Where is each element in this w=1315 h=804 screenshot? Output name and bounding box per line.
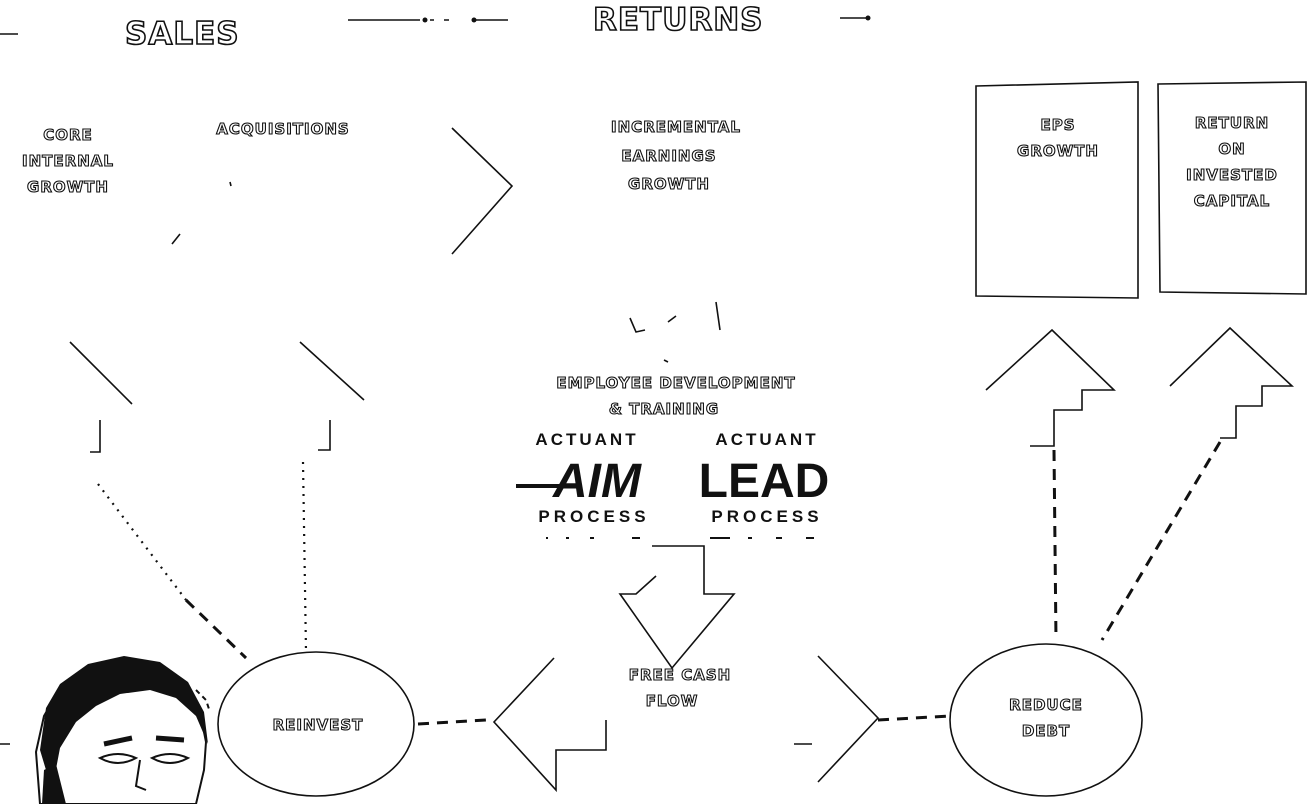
debt-line-1: REDUCE	[1009, 696, 1083, 714]
stray-marks	[630, 302, 720, 362]
returns-header: RETURNS	[593, 2, 764, 38]
incremental-line-3: GROWTH	[628, 175, 710, 193]
executive-portrait	[0, 656, 210, 804]
core-line-1: CORE	[43, 126, 93, 144]
reduce-debt-label: REDUCE DEBT	[1009, 696, 1083, 740]
growth-chevron	[452, 128, 512, 254]
fcf-line-2: FLOW	[646, 692, 699, 710]
debt-line-2: DEBT	[1022, 722, 1070, 740]
left-arrow-reinvest	[494, 658, 606, 790]
dashed-link-reinvest	[418, 720, 486, 724]
roic-line-4: CAPITAL	[1194, 192, 1270, 210]
stray-ticks	[172, 182, 231, 244]
roic-line-2: ON	[1218, 140, 1245, 158]
down-arrow-acquisitions	[300, 342, 364, 450]
up-arrow-roic	[1170, 328, 1292, 438]
connector-node	[866, 16, 871, 21]
core-line-2: INTERNAL	[22, 152, 114, 170]
dashed-link-debt	[878, 716, 950, 720]
eps-line-1: EPS	[1040, 116, 1075, 134]
dashed-link-eps	[1054, 450, 1056, 640]
aim-process: PROCESS	[538, 507, 649, 526]
lead-process: PROCESS	[711, 507, 822, 526]
dotted-link-acquisitions	[303, 462, 306, 652]
dashed-link-roic	[1102, 442, 1220, 640]
reinvest-label: REINVEST	[273, 716, 364, 734]
aim-company: ACTUANT	[535, 430, 638, 449]
connector-node	[423, 18, 428, 23]
incremental-line-2: EARNINGS	[621, 147, 716, 165]
core-line-3: GROWTH	[27, 178, 109, 196]
lead-company: ACTUANT	[715, 430, 818, 449]
dotted-link-core	[98, 484, 186, 600]
incremental-earnings-label: INCREMENTAL EARNINGS GROWTH	[611, 118, 741, 193]
roic-line-3: INVESTED	[1186, 166, 1278, 184]
eps-line-2: GROWTH	[1017, 142, 1099, 160]
actuant-lead-logo: ACTUANT LEAD PROCESS	[699, 430, 830, 538]
sales-header: SALES	[125, 16, 240, 52]
reduce-debt-ellipse	[950, 644, 1142, 796]
fcf-line-1: FREE CASH	[629, 666, 732, 684]
employee-line-2: & TRAINING	[609, 400, 719, 418]
lead-mark: LEAD	[699, 455, 830, 508]
employee-line-1: EMPLOYEE DEVELOPMENT	[556, 374, 795, 392]
connector-node	[472, 18, 477, 23]
eps-growth-box: EPS GROWTH	[976, 82, 1138, 298]
acquisitions-label: ACQUISITIONS	[216, 120, 349, 138]
roic-line-1: RETURN	[1195, 114, 1269, 132]
dashed-link-core	[186, 600, 246, 658]
employee-development-label: EMPLOYEE DEVELOPMENT & TRAINING	[556, 374, 795, 418]
actuant-aim-logo: ACTUANT AIM PROCESS	[516, 430, 650, 538]
aim-mark: AIM	[552, 455, 642, 508]
roic-box: RETURN ON INVESTED CAPITAL	[1158, 82, 1306, 294]
up-arrow-eps	[986, 330, 1114, 446]
incremental-line-1: INCREMENTAL	[611, 118, 741, 136]
down-arrow-core	[70, 342, 132, 452]
down-arrow-cash	[620, 546, 734, 668]
free-cash-flow-label: FREE CASH FLOW	[629, 666, 732, 710]
right-arrow-debt	[794, 656, 878, 782]
core-internal-growth-label: CORE INTERNAL GROWTH	[22, 126, 114, 196]
